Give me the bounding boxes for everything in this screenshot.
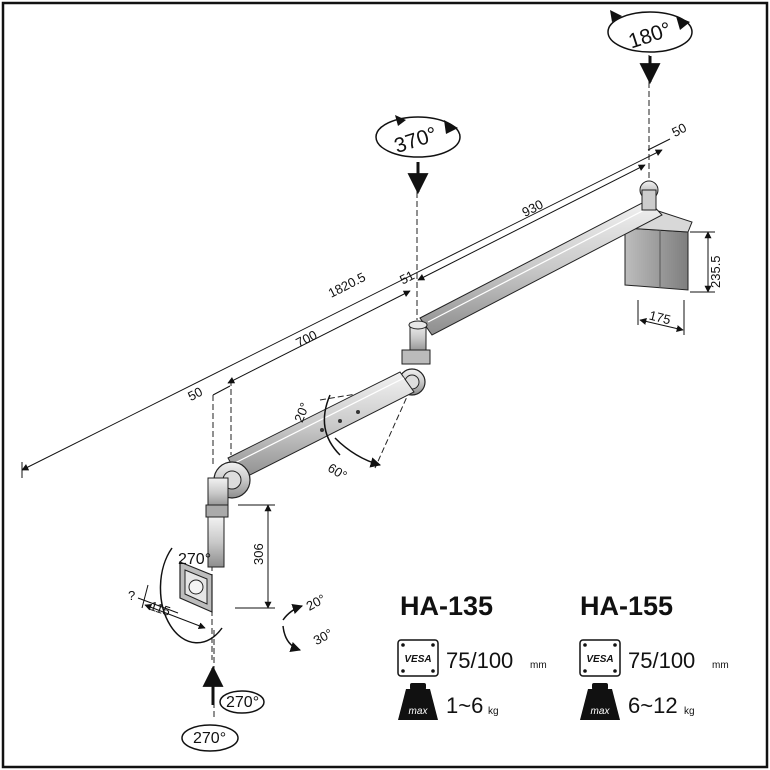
vesa-value: 75/100: [628, 648, 695, 673]
vesa-unit: mm: [712, 660, 729, 671]
wrist-joint: [205, 461, 251, 568]
rotation-down-arrows: [202, 56, 661, 705]
vesa-value: 75/100: [446, 648, 513, 673]
svg-text:max: max: [409, 706, 429, 717]
dim-total-label: 1820.5: [326, 269, 368, 300]
tilt-lower-label: 60°: [325, 460, 350, 483]
dim-bracket-height-label: 235.5: [708, 255, 723, 288]
rotation-markers: [159, 11, 693, 752]
rotation-270-vesa-label: 270°: [178, 551, 211, 568]
weight-unit: kg: [488, 706, 499, 717]
rotation-270-b-ellipse: [181, 724, 239, 752]
dim-unknown-label: ?: [128, 588, 135, 603]
dimension-lines: [21, 138, 715, 630]
rotation-270-a-label: 270°: [226, 694, 259, 711]
dim-outer-arm-label: 930: [519, 197, 545, 220]
tilt-upper-label: 20°: [291, 400, 312, 424]
spec-block-ha135: HA-135 VESA 75/100 mm max 1~6 kg: [397, 591, 547, 720]
rotation-270-a-ellipse: [219, 690, 265, 714]
dim-bracket-width-label: 175: [648, 308, 673, 328]
rotation-270-b-label: 270°: [193, 730, 226, 747]
dim-vesa-offset-label: 115: [148, 598, 172, 619]
weight-icon: max: [398, 683, 438, 720]
dim-joint-gap-label: 51: [397, 267, 417, 287]
vesa-icon: VESA: [397, 639, 439, 677]
svg-text:VESA: VESA: [586, 654, 613, 665]
spec-block-ha155: HA-155 VESA 75/100 mm max 6~12 kg: [579, 591, 729, 720]
inner-arm: [227, 371, 415, 481]
model-name: HA-135: [400, 591, 493, 621]
model-name: HA-155: [580, 591, 673, 621]
weight-value: 1~6: [446, 693, 483, 718]
rotation-arrowheads: [395, 10, 690, 134]
svg-text:max: max: [591, 706, 611, 717]
vesa-unit: mm: [530, 660, 547, 671]
dim-pole-height-label: 306: [251, 543, 266, 565]
vesa-icon: VESA: [579, 639, 621, 677]
weight-icon: max: [580, 683, 620, 720]
outer-arm: [419, 180, 663, 336]
dim-inner-arm-label: 700: [293, 327, 319, 350]
rotation-370-ellipse: [375, 116, 461, 158]
pan-down-label: 30°: [311, 626, 335, 648]
pan-up-label: 20°: [304, 591, 328, 613]
rotation-180-ellipse: [607, 11, 693, 53]
dim-left-offset-label: 50: [185, 384, 205, 404]
svg-text:VESA: VESA: [404, 654, 431, 665]
vesa-plate: [179, 561, 213, 613]
weight-unit: kg: [684, 706, 695, 717]
dim-end-offset-label: 50: [669, 120, 689, 140]
tilt-arcs: [282, 394, 382, 652]
weight-value: 6~12: [628, 693, 678, 718]
